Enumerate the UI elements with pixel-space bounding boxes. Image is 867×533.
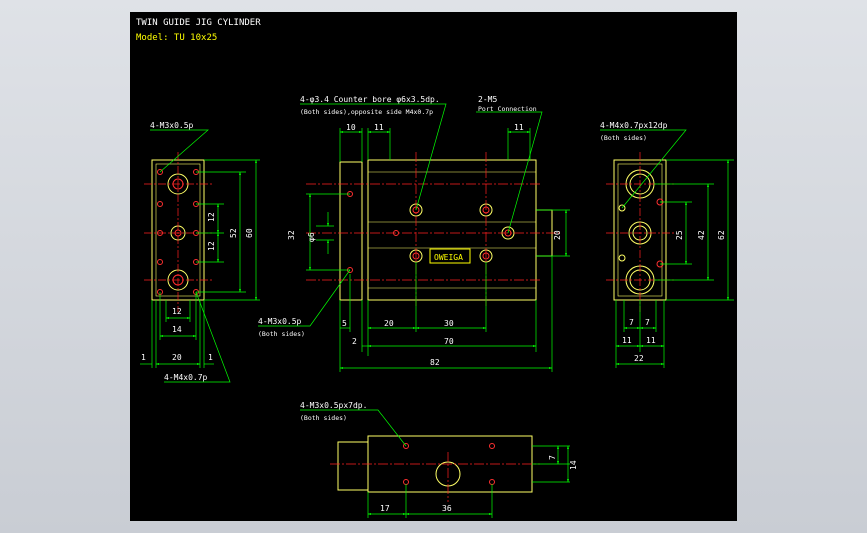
dim-right-7b: 7 bbox=[645, 318, 650, 327]
note-front-holes-sub: (Both sides),opposite side M4x0.7p bbox=[300, 108, 433, 116]
bottom-centerlines bbox=[330, 452, 540, 502]
note-front-holes: 4-φ3.4 Counter bore φ6x3.5dp. bbox=[300, 95, 440, 104]
dim-front-11a: 11 bbox=[374, 123, 384, 132]
dim-left-1a: 1 bbox=[141, 353, 146, 362]
dim-front-phi6: φ6 bbox=[307, 232, 316, 242]
note-bottom-holes-sub: (Both sides) bbox=[300, 414, 347, 422]
front-view: OWEIGA bbox=[258, 95, 570, 372]
dim-right-7a: 7 bbox=[629, 318, 634, 327]
dim-left-14: 14 bbox=[172, 325, 182, 334]
right-dimension-lines bbox=[600, 129, 734, 368]
note-right-top: 4-M4x0.7px12dp bbox=[600, 121, 668, 130]
dim-bottom-7: 7 bbox=[548, 455, 557, 460]
note-left-top: 4-M3x0.5p bbox=[150, 121, 194, 130]
dim-front-32: 32 bbox=[287, 230, 296, 240]
right-side-view: 25 42 62 7 7 11 11 22 4-M4x0.7px12dp (Bo… bbox=[600, 121, 734, 368]
brand-text: OWEIGA bbox=[434, 253, 463, 262]
front-centerlines bbox=[306, 152, 562, 308]
drawing-svg: TWIN GUIDE JIG CYLINDER Model: TU 10x25 bbox=[136, 18, 734, 518]
front-holes bbox=[347, 191, 515, 273]
dim-front-5: 5 bbox=[342, 319, 347, 328]
dim-left-12b: 12 bbox=[207, 241, 216, 251]
bottom-holes bbox=[403, 443, 495, 487]
dim-right-25: 25 bbox=[675, 230, 684, 240]
note-right-top-sub: (Both sides) bbox=[600, 134, 647, 142]
dim-bottom-17: 17 bbox=[380, 504, 390, 513]
dim-right-62: 62 bbox=[717, 230, 726, 240]
dim-front-10: 10 bbox=[346, 123, 356, 132]
brand-plate bbox=[429, 248, 471, 264]
dim-left-60: 60 bbox=[245, 228, 254, 238]
note-bottom-holes: 4-M3x0.5px7dp. bbox=[300, 401, 367, 410]
drawing-title: TWIN GUIDE JIG CYLINDER bbox=[136, 18, 261, 28]
note-left-bottom: 4-M4x0.7p bbox=[164, 373, 208, 382]
model-label: Model: TU 10x25 bbox=[136, 33, 217, 43]
dim-front-82: 82 bbox=[430, 358, 440, 367]
front-body bbox=[367, 159, 537, 301]
dim-right-11a: 11 bbox=[622, 336, 632, 345]
dim-right-42: 42 bbox=[697, 230, 706, 240]
right-centerlines bbox=[606, 152, 674, 312]
dim-left-52: 52 bbox=[229, 228, 238, 238]
left-centerlines bbox=[144, 152, 212, 312]
cad-drawing-canvas: TWIN GUIDE JIG CYLINDER Model: TU 10x25 bbox=[130, 12, 737, 521]
note-port-sub: Port Connection bbox=[478, 105, 537, 113]
dim-front-20v: 20 bbox=[553, 230, 562, 240]
dim-right-22: 22 bbox=[634, 354, 644, 363]
dim-front-20: 20 bbox=[384, 319, 394, 328]
bottom-end-plate bbox=[337, 441, 369, 491]
dim-front-2: 2 bbox=[352, 337, 357, 346]
bottom-dimension-lines bbox=[300, 409, 570, 518]
dim-left-1b: 1 bbox=[208, 353, 213, 362]
dim-left-12c: 12 bbox=[172, 307, 182, 316]
bottom-view: 7 14 17 36 4-M3x0.5px7dp. (Both sides) bbox=[300, 401, 578, 518]
right-bores bbox=[618, 169, 664, 295]
dim-left-12a: 12 bbox=[207, 212, 216, 222]
note-front-side: 4-M3x0.5p bbox=[258, 317, 302, 326]
dim-front-11b: 11 bbox=[514, 123, 524, 132]
dim-bottom-36: 36 bbox=[442, 504, 452, 513]
note-port: 2-M5 bbox=[478, 95, 497, 104]
dim-bottom-14: 14 bbox=[569, 460, 578, 470]
dim-front-30: 30 bbox=[444, 319, 454, 328]
front-dimension-lines bbox=[258, 103, 570, 372]
dim-front-70: 70 bbox=[444, 337, 454, 346]
front-end-plate bbox=[339, 161, 363, 301]
note-front-side-sub: (Both sides) bbox=[258, 330, 305, 338]
left-dimension-lines bbox=[140, 129, 260, 383]
dim-left-20: 20 bbox=[172, 353, 182, 362]
left-side-view: 12 12 52 60 12 14 20 1 1 4-M3x0.5p 4-M4x… bbox=[140, 121, 260, 383]
dim-right-11b: 11 bbox=[646, 336, 656, 345]
